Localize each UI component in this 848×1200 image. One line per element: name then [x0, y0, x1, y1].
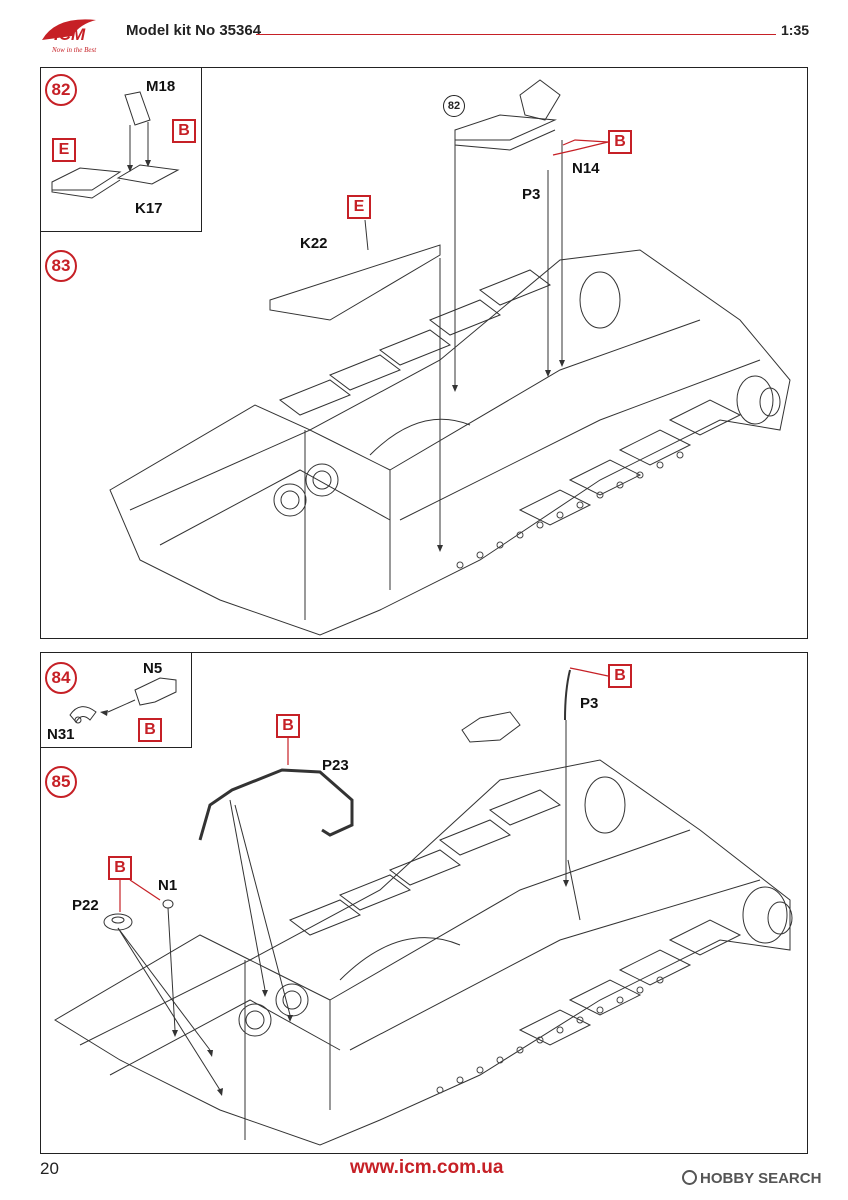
page-number: 20 — [40, 1159, 59, 1178]
hobbysearch-logo-icon — [682, 1170, 697, 1185]
step-83-ref-82: 82 — [443, 95, 465, 117]
part-n31-label: N31 — [47, 726, 75, 743]
scale-label: 1:35 — [781, 22, 810, 38]
part-k22-label: K22 — [300, 235, 328, 252]
part-n1-label: N1 — [158, 877, 178, 894]
step84-tag-b: B — [138, 718, 162, 742]
model-kit-title: Model kit No 35364 — [126, 22, 262, 39]
icm-logo-icon: ICM Now in the Best — [36, 14, 116, 56]
step82-tag-b: B — [172, 119, 196, 143]
step85-tag-b-p23: B — [276, 714, 300, 738]
part-k17-label: K17 — [135, 200, 163, 217]
step83-tag-e: E — [347, 195, 371, 219]
header-rule — [256, 34, 776, 35]
step-85-badge: 85 — [45, 766, 77, 798]
logo-text: ICM — [54, 25, 86, 44]
step-84-badge: 84 — [45, 662, 77, 694]
step-82-badge: 82 — [45, 74, 77, 106]
step85-tag-b-p3: B — [608, 664, 632, 688]
step83-tag-b: B — [608, 130, 632, 154]
watermark-text: HOBBY SEARCH — [700, 1170, 822, 1187]
website-link[interactable]: www.icm.com.ua — [350, 1157, 504, 1178]
part-m18-label: M18 — [146, 78, 176, 95]
step-83-badge: 83 — [45, 250, 77, 282]
part-p3-label: P3 — [522, 186, 541, 203]
part-p22-label: P22 — [72, 897, 99, 914]
step82-tag-e: E — [52, 138, 76, 162]
part-p3-label-85: P3 — [580, 695, 599, 712]
part-n14-label: N14 — [572, 160, 600, 177]
part-p23-label: P23 — [322, 757, 349, 774]
part-n5-label: N5 — [143, 660, 163, 677]
icm-logo-graphic: ICM Now in the Best — [42, 19, 97, 54]
logo-tagline: Now in the Best — [51, 46, 97, 54]
step85-tag-b-n1: B — [108, 856, 132, 880]
